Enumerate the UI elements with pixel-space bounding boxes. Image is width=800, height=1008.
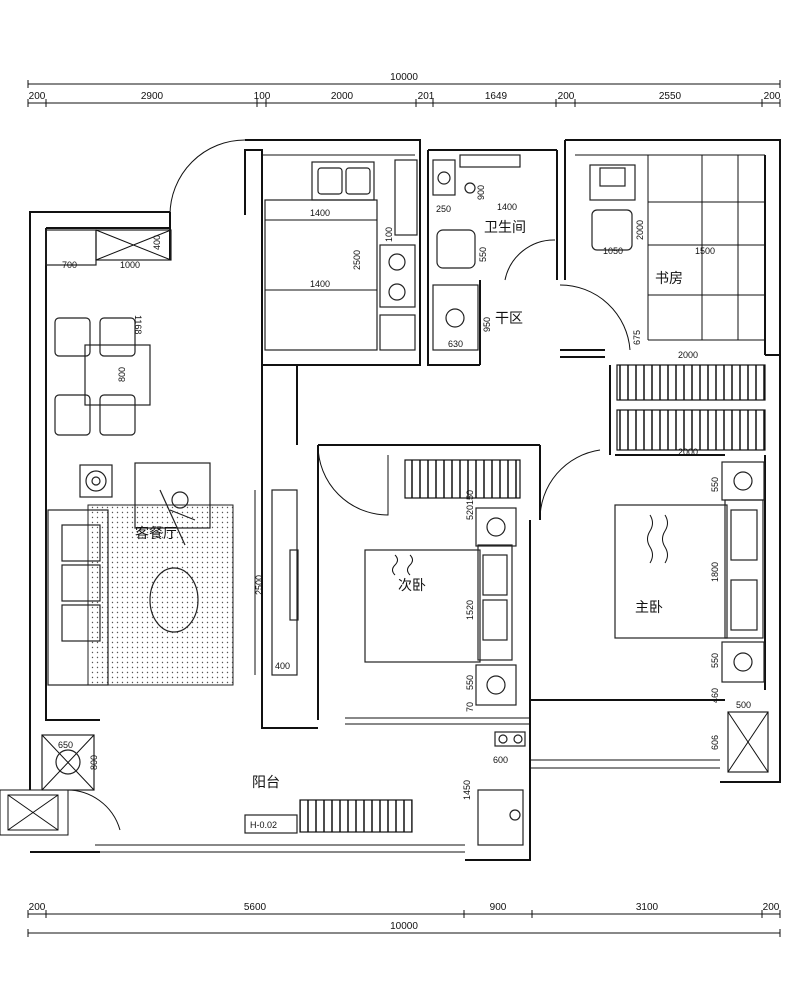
top-seg-7: 200 — [558, 91, 575, 102]
bottom-seg-3: 900 — [490, 902, 507, 913]
top-seg-2: 2900 — [141, 91, 164, 102]
top-seg-9: 200 — [764, 91, 781, 102]
second-dim-70: 70 — [465, 702, 475, 712]
bathroom: 卫生间 900 1400 250 550 干区 950 630 — [432, 154, 526, 351]
living-dim-400: 400 — [152, 235, 162, 250]
study-dim-1500: 1500 — [695, 246, 715, 256]
balcony-dim-650: 650 — [58, 740, 73, 750]
top-dimension-segments: 200 2900 100 2000 201 1649 200 2550 200 — [27, 91, 781, 107]
bottom-total-label: 10000 — [390, 921, 418, 932]
top-seg-1: 200 — [29, 91, 46, 102]
living-dim-2500: 2500 — [254, 575, 264, 595]
top-seg-3: 100 — [254, 91, 271, 102]
bath-dim-250: 250 — [436, 204, 451, 214]
living-dim-400b: 400 — [275, 661, 290, 671]
second-dim-1520: 1520 — [465, 600, 475, 620]
study: 书房 1050 2000 1500 675 — [589, 155, 765, 345]
dry-dim-630: 630 — [448, 339, 463, 349]
kitchen-dim-1400a: 1400 — [310, 208, 330, 218]
master-dim-500: 500 — [736, 700, 751, 710]
master-bedroom: 主卧 550 1800 550 460 500 606 — [614, 461, 769, 773]
balcony: 阳台 H-0.02 650 800 600 1450 — [58, 731, 526, 846]
master-dim-1800: 1800 — [710, 562, 720, 582]
doors — [64, 139, 631, 831]
bath-dim-1400: 1400 — [497, 202, 517, 212]
bottom-seg-1: 200 — [29, 902, 46, 913]
second-dim-550: 550 — [465, 675, 475, 690]
living-dining: 客餐厅 700 1000 400 1168 800 2500 400 — [41, 229, 299, 791]
master-bedroom-label: 主卧 — [635, 599, 663, 615]
bottom-seg-4: 3100 — [636, 902, 659, 913]
kitchen-dim-1400b: 1400 — [310, 279, 330, 289]
second-bedroom: 次卧 1520 550 70 520 150 — [364, 490, 517, 712]
top-dimension-total: 10000 — [27, 72, 781, 88]
outer-walls — [0, 139, 781, 861]
kitchen-dim-2500: 2500 — [352, 250, 362, 270]
second-bedroom-label: 次卧 — [398, 577, 426, 593]
master-dim-460: 460 — [710, 688, 720, 703]
bath-dim-550: 550 — [478, 247, 488, 262]
bathroom-label: 卫生间 — [484, 219, 526, 235]
kitchen: 1400 2500 1400 100 — [264, 159, 418, 351]
second-dim-150: 150 — [465, 490, 475, 505]
top-seg-8: 2550 — [659, 91, 682, 102]
balcony-dim-1450: 1450 — [462, 780, 472, 800]
dry-zone-label: 干区 — [495, 310, 523, 326]
bottom-seg-5: 200 — [763, 902, 780, 913]
wardrobe-dim-2000b: 2000 — [678, 447, 698, 457]
balcony-dim-800: 800 — [89, 755, 99, 770]
bottom-dimension-segments: 200 5600 900 3100 200 — [27, 902, 781, 918]
living-dim-700: 700 — [62, 260, 77, 270]
study-dim-675: 675 — [632, 330, 642, 345]
living-dim-1000: 1000 — [120, 260, 140, 270]
living-dining-label: 客餐厅 — [135, 525, 177, 541]
balcony-dim-600: 600 — [493, 755, 508, 765]
top-seg-6: 1649 — [485, 91, 508, 102]
study-dim-1050: 1050 — [603, 246, 623, 256]
study-dim-2000: 2000 — [635, 220, 645, 240]
master-dim-550a: 550 — [710, 477, 720, 492]
level-mark: H-0.02 — [250, 820, 277, 830]
bottom-dimension-total: 10000 — [27, 921, 781, 937]
dry-dim-950: 950 — [482, 317, 492, 332]
second-dim-520: 520 — [465, 505, 475, 520]
bottom-seg-2: 5600 — [244, 902, 267, 913]
top-seg-5: 201 — [418, 91, 435, 102]
kitchen-dim-100: 100 — [384, 227, 394, 242]
top-total-label: 10000 — [390, 72, 418, 83]
living-dim-1168: 1168 — [133, 315, 143, 334]
bath-dim-900: 900 — [476, 185, 486, 200]
master-dim-606: 606 — [710, 735, 720, 750]
top-seg-4: 2000 — [331, 91, 354, 102]
study-label: 书房 — [655, 270, 683, 286]
balcony-label: 阳台 — [252, 774, 280, 790]
master-dim-550b: 550 — [710, 653, 720, 668]
wardrobes: 2000 2000 — [299, 350, 766, 833]
wardrobe-dim-2000a: 2000 — [678, 350, 698, 360]
living-dim-800: 800 — [117, 367, 127, 382]
